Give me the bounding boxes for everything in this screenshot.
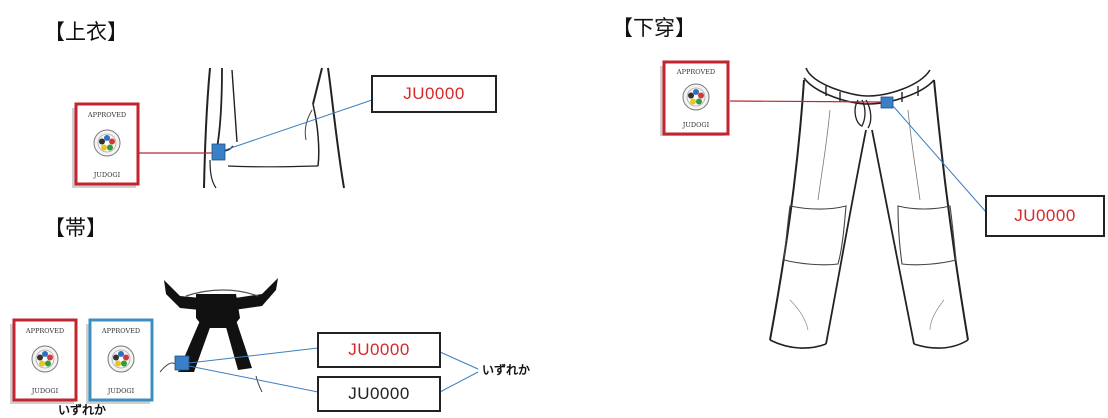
pants-blue-leader — [892, 105, 987, 213]
belt-approval-label-blue: APPROVED JUDOGI — [86, 318, 154, 404]
belt-either-note-right: いずれか — [482, 363, 531, 377]
jacket-code-box: JU0000 — [371, 75, 497, 113]
jacket-label-top-text: APPROVED — [87, 111, 126, 119]
pants-tag-marker — [880, 96, 894, 109]
belt-approval-label-red: APPROVED JUDOGI — [10, 318, 78, 404]
pants-red-leader — [729, 100, 882, 103]
belt-blue-label-bottom-text: JUDOGI — [107, 387, 135, 395]
belt-heading: 【帯】 — [44, 216, 107, 240]
belt-note-bracket-top — [439, 351, 479, 370]
jacket-tag-marker — [211, 143, 226, 161]
jacket-heading: 【上衣】 — [44, 20, 128, 44]
belt-red-label-bottom-text: JUDOGI — [31, 387, 59, 395]
belt-code-box-primary: JU0000 — [317, 332, 441, 368]
belt-code-box-alt: JU0000 — [317, 376, 441, 412]
jacket-blue-leader — [224, 99, 373, 151]
pants-drawing — [769, 67, 969, 349]
belt-blue-leader-bottom — [188, 365, 319, 393]
jacket-label-bottom-text: JUDOGI — [93, 171, 121, 179]
pants-heading: 【下穿】 — [612, 16, 696, 40]
belt-either-note-bottom: いずれか — [58, 403, 107, 417]
belt-drawing — [159, 278, 278, 393]
jacket-approval-label: APPROVED JUDOGI — [72, 102, 140, 188]
pants-code-box: JU0000 — [985, 195, 1105, 237]
belt-note-bracket-bottom — [439, 371, 479, 393]
pants-approval-label: APPROVED JUDOGI — [660, 60, 730, 136]
pants-label-bottom-text: JUDOGI — [682, 121, 710, 129]
belt-red-label-top-text: APPROVED — [25, 327, 64, 335]
jacket-drawing — [203, 67, 345, 189]
belt-blue-leader-top — [188, 347, 319, 364]
pants-label-top-text: APPROVED — [676, 68, 715, 76]
belt-tag-marker — [174, 355, 190, 371]
belt-blue-label-top-text: APPROVED — [101, 327, 140, 335]
